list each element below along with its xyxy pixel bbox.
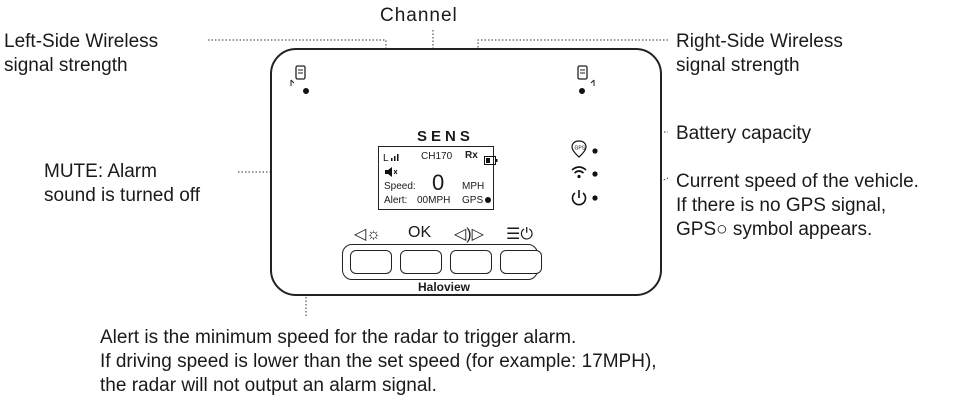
volume-button-label: ◁)▷ bbox=[454, 226, 484, 243]
volume-button[interactable] bbox=[450, 250, 492, 274]
gps-label: GPS bbox=[462, 195, 484, 206]
left-wireless-icon bbox=[288, 64, 312, 101]
channel-callout: Channel bbox=[380, 5, 458, 26]
screen-rx: Rx bbox=[465, 150, 478, 161]
battery-icon bbox=[484, 152, 498, 170]
speed-value: 0 bbox=[432, 170, 445, 195]
battery-callout: Battery capacity bbox=[676, 123, 812, 144]
alert-callout: Alert is the minimum speed for the radar… bbox=[100, 327, 657, 396]
mute-callout: MUTE: Alarm sound is turned off bbox=[44, 161, 200, 206]
ok-button[interactable] bbox=[400, 250, 442, 274]
brightness-button-label: ◁☼ bbox=[354, 226, 381, 243]
ok-button-label: OK bbox=[408, 224, 432, 241]
svg-text:GPS: GPS bbox=[575, 146, 586, 152]
speed-unit: MPH bbox=[462, 181, 485, 192]
wifi-icon bbox=[570, 164, 600, 187]
right-wireless-icon bbox=[572, 64, 598, 101]
svg-text:L: L bbox=[383, 153, 389, 163]
speed-label: Speed: bbox=[384, 181, 416, 192]
alert-value: 00MPH bbox=[417, 195, 451, 206]
right-signal-callout: Right-Side Wireless signal strength bbox=[676, 31, 843, 76]
gps-status-dot bbox=[485, 197, 491, 203]
mute-icon bbox=[384, 165, 398, 183]
gps-icon: GPS bbox=[570, 140, 600, 165]
signal-bars-icon: L bbox=[383, 150, 401, 168]
screen-brand: SENS bbox=[417, 128, 474, 145]
brightness-button[interactable] bbox=[350, 250, 392, 274]
menu-power-button[interactable] bbox=[500, 250, 542, 274]
power-icon bbox=[570, 188, 600, 213]
screen-channel: CH170 bbox=[421, 151, 453, 162]
device-brand: Haloview bbox=[418, 280, 471, 294]
left-signal-callout: Left-Side Wireless signal strength bbox=[4, 31, 159, 76]
alert-label: Alert: bbox=[384, 195, 408, 206]
menu-power-button-label: ☰⏻ bbox=[506, 226, 533, 243]
speed-callout: Current speed of the vehicle. If there i… bbox=[676, 171, 919, 240]
